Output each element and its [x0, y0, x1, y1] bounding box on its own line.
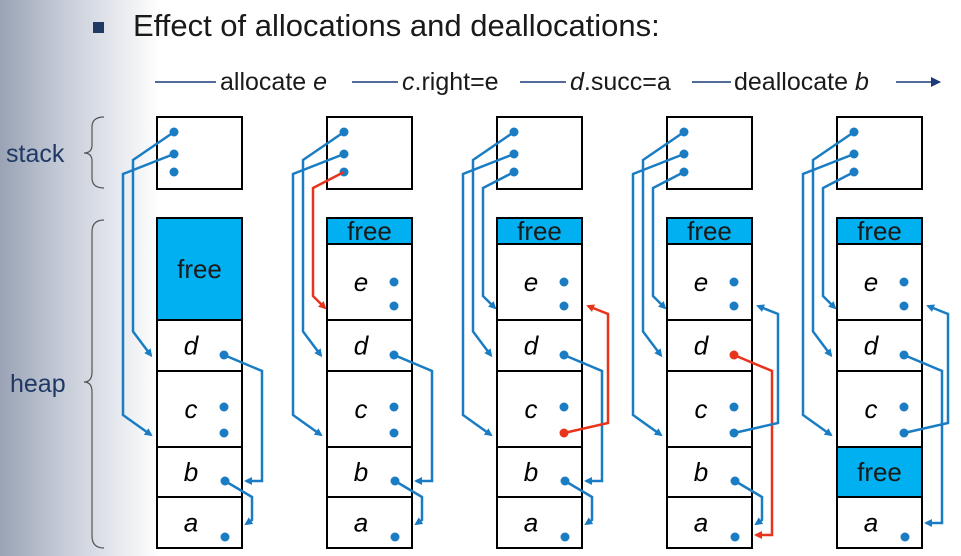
cell-label-c: c — [525, 394, 538, 424]
free-label: free — [517, 216, 562, 246]
free-label: free — [857, 216, 902, 246]
heap-cell-e — [836, 243, 923, 321]
heap-label: heap — [10, 370, 66, 398]
stack-brace — [83, 116, 105, 189]
field-dot — [899, 277, 909, 287]
heap-cell-d — [156, 319, 243, 372]
stack-pointer-dot — [169, 167, 179, 177]
cell-label-d: d — [184, 331, 200, 361]
heap-cell-a — [156, 496, 243, 549]
field-dot — [219, 428, 229, 438]
snapshot-2: free e d c ba — [291, 116, 434, 549]
heap-cell-a — [496, 496, 583, 549]
heap-cell-c — [666, 370, 753, 448]
field-dot — [729, 277, 739, 287]
free-label: free — [687, 216, 732, 246]
field-dot — [559, 301, 569, 311]
field-dot — [730, 532, 740, 542]
heap-cell-e — [496, 243, 583, 321]
free-cell — [156, 217, 243, 321]
cell-label-d: d — [354, 331, 370, 361]
cell-label-c: c — [185, 394, 198, 424]
cell-label-b: b — [694, 457, 708, 487]
cell-label-e: e — [694, 267, 708, 297]
heap-cell-c — [496, 370, 583, 448]
step-label-2: c.right=e — [402, 68, 499, 96]
heap-cell-d — [836, 319, 923, 372]
cell-label-d: d — [864, 331, 880, 361]
heap-cell-b — [666, 446, 753, 498]
field-dot — [389, 301, 399, 311]
cell-label-e: e — [354, 267, 368, 297]
cell-label-b: b — [354, 457, 368, 487]
field-dot — [729, 301, 739, 311]
step-label-1: allocate e — [220, 68, 328, 96]
field-dot — [220, 532, 230, 542]
cell-label-a: a — [354, 508, 368, 538]
step-label-3: d.succ=a — [570, 68, 671, 96]
cell-label-b: b — [184, 457, 198, 487]
bullet-square — [93, 22, 104, 33]
heap-cell-c — [836, 370, 923, 448]
heap-brace — [83, 219, 105, 549]
cell-label-a: a — [864, 508, 878, 538]
cell-label-c: c — [865, 394, 878, 424]
heap-cell-b — [326, 446, 413, 498]
heap-cell-a — [836, 496, 923, 549]
heap-cell-d — [666, 319, 753, 372]
snapshot-5: free e d c free a — [801, 116, 950, 549]
cell-label-e: e — [864, 267, 878, 297]
cell-label-c: c — [695, 394, 708, 424]
heap-cell-b — [496, 446, 583, 498]
page-title: Effect of allocations and deallocations: — [133, 8, 660, 43]
heap-cell-a — [326, 496, 413, 549]
cell-label-d: d — [524, 331, 540, 361]
heap-cell-a — [666, 496, 753, 549]
free-label: free — [857, 457, 902, 487]
free-label: free — [347, 216, 392, 246]
heap-cell-c — [326, 370, 413, 448]
field-dot — [899, 301, 909, 311]
heap-cell-c — [156, 370, 243, 448]
field-dot — [729, 402, 739, 412]
heap-cell-b — [156, 446, 243, 498]
cell-label-a: a — [694, 508, 708, 538]
heap-cell-d — [496, 319, 583, 372]
cell-label-e: e — [524, 267, 538, 297]
step-label-4: deallocate b — [734, 68, 869, 96]
stack-label: stack — [6, 140, 65, 168]
heap-cell-d — [326, 319, 413, 372]
snapshot-3: free e d c ba — [461, 116, 610, 549]
heap-cell-e — [666, 243, 753, 321]
heap-cell-e — [326, 243, 413, 321]
field-dot — [389, 428, 399, 438]
field-dot — [389, 277, 399, 287]
cell-label-b: b — [524, 457, 538, 487]
field-dot — [390, 532, 400, 542]
snapshot-4: free e d c ba — [631, 116, 780, 549]
field-dot — [389, 402, 399, 412]
field-dot — [559, 277, 569, 287]
free-label: free — [177, 254, 222, 284]
field-dot — [559, 402, 569, 412]
field-dot — [560, 532, 570, 542]
field-dot — [219, 402, 229, 412]
cell-label-a: a — [524, 508, 538, 538]
field-dot — [899, 402, 909, 412]
cell-label-c: c — [355, 394, 368, 424]
cell-label-a: a — [184, 508, 198, 538]
field-dot — [900, 532, 910, 542]
snapshot-1: free d c ba — [121, 116, 264, 549]
cell-label-d: d — [694, 331, 710, 361]
